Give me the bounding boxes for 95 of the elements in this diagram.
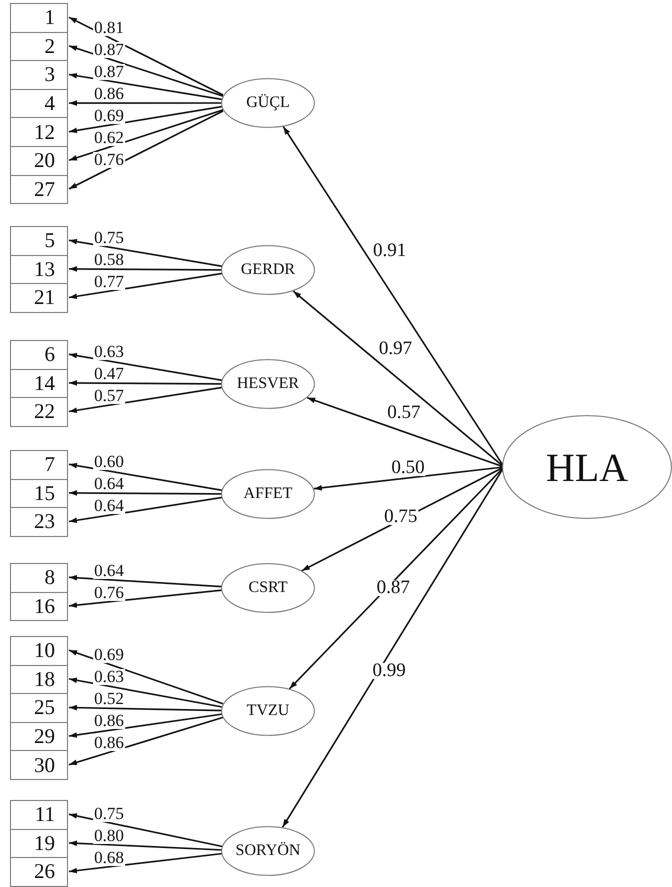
edge-label: 0.86 [93, 735, 125, 752]
indicator-box: 7 [10, 450, 68, 480]
arrow [68, 238, 224, 268]
indicator-box: 23 [10, 507, 68, 537]
arrow [68, 852, 224, 874]
edge-label: 0.57 [386, 405, 422, 422]
indicator-box: 16 [10, 592, 68, 622]
arrow [68, 840, 224, 851]
indicator-box: 6 [10, 340, 68, 370]
factor-ellipse: SORYÖN [221, 826, 315, 876]
indicator-box: 5 [10, 226, 68, 256]
edge-label: 0.68 [93, 850, 125, 866]
edge-label: 0.97 [378, 341, 414, 358]
edge-label: 0.86 [93, 713, 125, 730]
arrow [68, 713, 224, 738]
edge-label: 0.76 [93, 152, 125, 168]
edge-label: 0.87 [93, 64, 125, 80]
indicator-box: 15 [10, 478, 68, 508]
indicator-box: 30 [10, 750, 68, 780]
latent-variable-ellipse: HLA [502, 415, 672, 519]
arrow [68, 650, 224, 704]
arrow [68, 272, 224, 300]
edge-label: 0.87 [376, 580, 411, 596]
edge-label: 0.63 [93, 669, 125, 686]
indicator-box: 13 [10, 254, 68, 284]
arrow [68, 109, 224, 162]
arrow [68, 106, 224, 134]
indicator-box: 12 [10, 117, 68, 147]
arrow [314, 466, 504, 491]
arrow [68, 575, 224, 588]
edge-label: 0.91 [372, 242, 408, 259]
edge-label: 0.75 [93, 230, 125, 246]
arrow [68, 45, 224, 97]
indicator-box: 27 [10, 174, 68, 204]
arrow [69, 490, 223, 496]
indicator-box: 1 [10, 3, 68, 33]
indicator-box: 22 [10, 397, 68, 427]
factor-ellipse: HESVER [221, 359, 315, 409]
edge-label: 0.81 [93, 20, 125, 36]
indicator-box: 20 [10, 146, 68, 176]
arrow [68, 352, 224, 382]
arrow [68, 716, 224, 766]
factor-ellipse: GÜÇL [221, 78, 315, 128]
edge-label: 0.77 [93, 274, 125, 290]
edge-label: 0.75 [383, 509, 418, 526]
arrow [306, 397, 504, 468]
edge-label: 0.76 [93, 584, 125, 601]
edge-label: 0.69 [93, 647, 125, 664]
arrow [68, 16, 224, 96]
indicator-box: 10 [10, 636, 68, 666]
indicator-box: 21 [10, 283, 68, 313]
indicator-box: 14 [10, 368, 68, 398]
edge-label: 0.64 [93, 498, 125, 514]
edge-label: 0.60 [93, 454, 125, 470]
edge-label: 0.75 [93, 806, 125, 822]
arrow [68, 462, 224, 492]
indicator-box: 26 [10, 857, 68, 887]
edge-label: 0.50 [390, 460, 426, 476]
edge-label: 0.87 [93, 42, 125, 58]
edge-label: 0.52 [93, 691, 125, 708]
arrow [68, 386, 224, 414]
arrow [68, 678, 224, 708]
arrow [68, 110, 224, 190]
indicator-box: 25 [10, 693, 68, 723]
indicator-box: 29 [10, 722, 68, 752]
edge-label: 0.69 [93, 108, 125, 124]
factor-ellipse: TVZU [221, 686, 315, 736]
arrow [68, 589, 224, 608]
arrow [68, 73, 224, 100]
edge-label: 0.64 [93, 476, 125, 492]
arrow [69, 100, 223, 106]
indicator-box: 4 [10, 88, 68, 118]
factor-ellipse: AFFET [221, 469, 315, 519]
edge-label: 0.80 [93, 828, 125, 844]
arrow [68, 704, 224, 712]
edge-label: 0.99 [372, 663, 407, 680]
edge-label: 0.86 [93, 86, 125, 102]
edge-label: 0.58 [93, 252, 125, 268]
arrow [69, 380, 223, 386]
indicator-box: 8 [10, 563, 68, 593]
arrow [69, 266, 223, 272]
indicator-box: 3 [10, 60, 68, 90]
arrow [68, 496, 224, 524]
edge-label: 0.63 [93, 344, 125, 360]
factor-ellipse: CSRT [221, 563, 315, 613]
edge-label: 0.47 [93, 366, 125, 382]
indicator-box: 18 [10, 664, 68, 694]
indicator-box: 11 [10, 800, 68, 830]
factor-ellipse: GERDR [221, 245, 315, 295]
indicator-box: 2 [10, 32, 68, 62]
arrow [68, 813, 224, 848]
edge-label: 0.62 [93, 130, 125, 146]
edge-label: 0.64 [93, 562, 125, 579]
indicator-box: 19 [10, 828, 68, 858]
edge-label: 0.57 [93, 388, 125, 404]
